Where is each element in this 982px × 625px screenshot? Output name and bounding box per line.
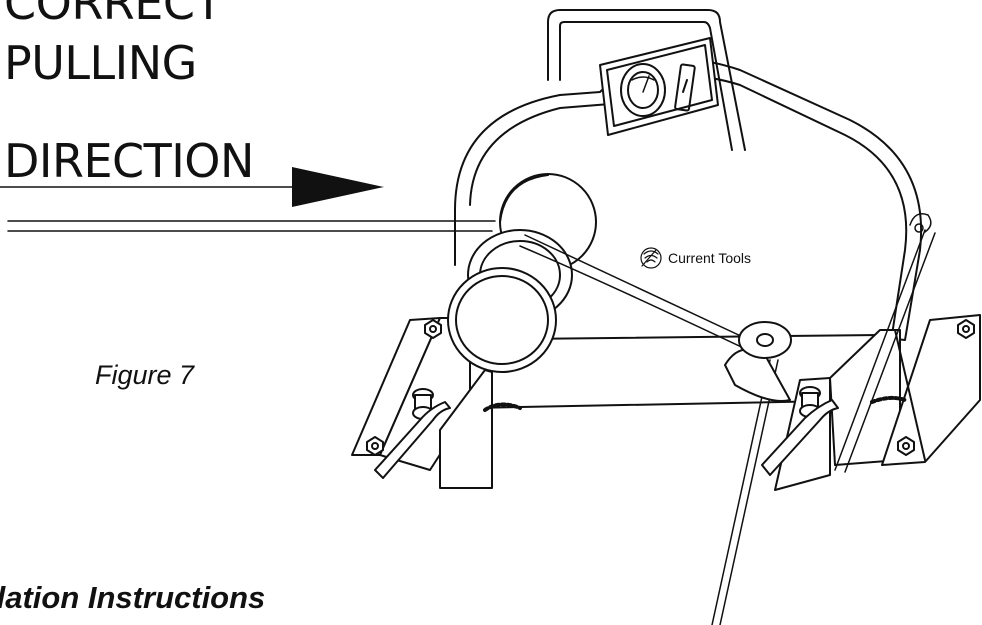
- base-bolts: [366, 319, 975, 456]
- control-panel: [599, 37, 719, 136]
- bolt-icon: [957, 319, 975, 339]
- brand-label: Current Tools: [668, 250, 752, 266]
- capstan-drum: [447, 173, 597, 373]
- clamp-lever-icon: [374, 388, 451, 479]
- bolt-icon: [897, 436, 915, 456]
- clamp-lever-icon: [761, 386, 839, 476]
- switch-icon: [674, 63, 696, 112]
- gauge-dial-icon: [620, 63, 666, 117]
- section-heading: llation Instructions: [0, 580, 266, 615]
- figure-label: Figure 7: [95, 360, 195, 390]
- bolt-icon: [424, 319, 442, 339]
- rope-out: [519, 229, 936, 625]
- brand-logo-icon: [640, 247, 662, 269]
- rope-lines: [7, 220, 496, 232]
- title-line-direction: DIRECTION: [4, 134, 254, 188]
- direction-arrow: [0, 167, 384, 207]
- title-line-correct: CORRECT: [4, 0, 223, 30]
- bolt-icon: [366, 436, 384, 456]
- idler-sheave: [724, 321, 792, 402]
- hook-icon: [909, 213, 932, 233]
- clamp-levers: [374, 386, 839, 479]
- title-line-pulling: PULLING: [4, 36, 197, 90]
- wheels: [483, 395, 907, 412]
- carry-handle: [547, 9, 746, 151]
